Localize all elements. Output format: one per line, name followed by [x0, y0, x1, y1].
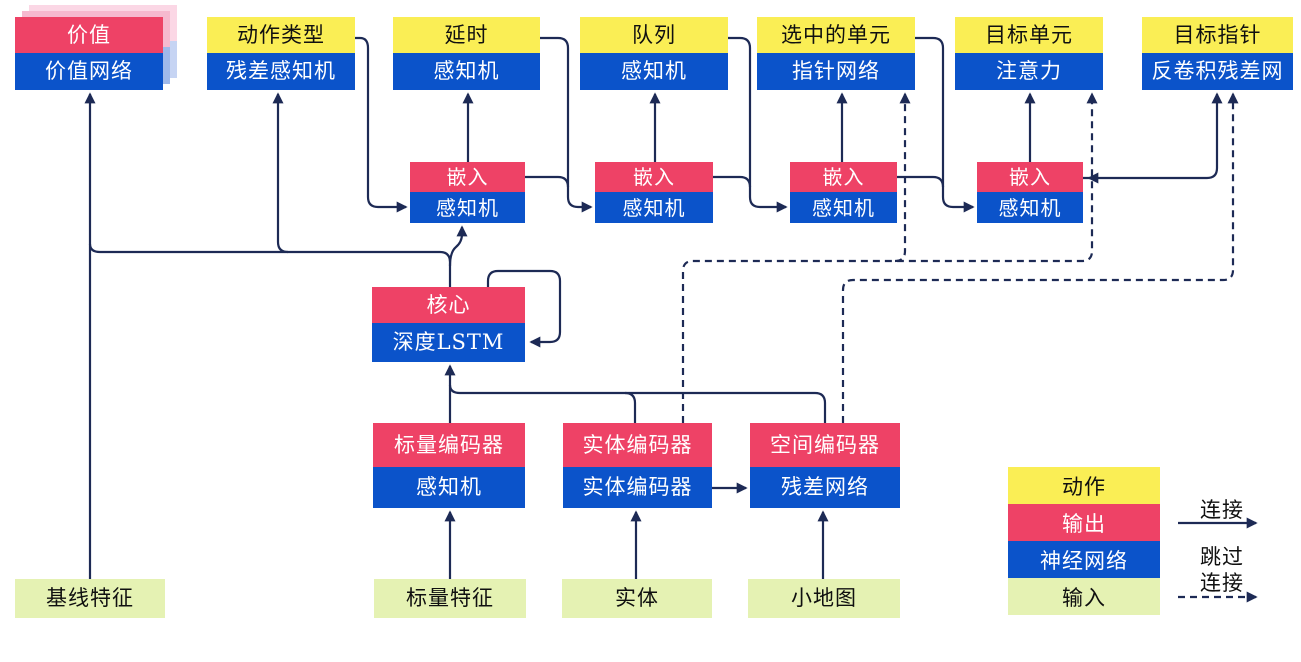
- skip-entity-to-selectedunits: [894, 92, 911, 263]
- head-delay-network-label: 感知机: [393, 53, 540, 90]
- legend-dashed-label-line2: 连接: [1200, 571, 1244, 595]
- input-scalar-features-label: 标量特征: [374, 579, 526, 618]
- embedding-4-network-label: 感知机: [977, 192, 1083, 223]
- encoder-entity: 实体编码器 实体编码器: [563, 423, 712, 508]
- head-selected-units: 选中的单元 指针网络: [757, 17, 915, 90]
- head-target-unit-action-label: 目标单元: [955, 17, 1103, 53]
- embedding-2-network-label: 感知机: [595, 192, 713, 223]
- encoder-spatial-network-label: 残差网络: [750, 467, 900, 508]
- legend-action-row: 动作: [1008, 467, 1160, 504]
- input-minimap: 小地图: [748, 579, 900, 618]
- core-network-label: 深度LSTM: [372, 323, 525, 362]
- wire-spatial-to-core: [448, 384, 827, 423]
- legend-dashed-label-line1: 跳过: [1200, 545, 1244, 569]
- embedding-3-output-label: 嵌入: [790, 162, 897, 192]
- encoder-entity-output-label: 实体编码器: [563, 423, 712, 467]
- encoder-scalar-network-label: 感知机: [373, 467, 525, 508]
- wire-embedding3-merge: [897, 175, 945, 188]
- wire-queue-to-embedding3: [728, 36, 788, 213]
- embedding-2-output-label: 嵌入: [595, 162, 713, 192]
- head-value: 价值 价值网络: [15, 17, 163, 90]
- input-entities-label: 实体: [562, 579, 712, 618]
- input-baseline-features-label: 基线特征: [15, 579, 165, 618]
- core-box: 核心 深度LSTM: [372, 287, 525, 362]
- wire-core-self-loop: [486, 269, 562, 348]
- wire-embedding1-merge: [525, 175, 570, 188]
- wire-embedding4-to-targetpoint: [1083, 92, 1223, 180]
- embedding-1-output-label: 嵌入: [410, 162, 525, 192]
- head-target-unit-network-label: 注意力: [955, 53, 1103, 90]
- skip-spatial-to-targetpoint: [841, 92, 1239, 423]
- head-target-point: 目标指针 反卷积残差网: [1142, 17, 1293, 90]
- wire-selectedunits-to-embedding4: [915, 36, 975, 213]
- encoder-spatial: 空间编码器 残差网络: [750, 423, 900, 508]
- legend-network-row: 神经网络: [1008, 541, 1160, 578]
- head-queue-network-label: 感知机: [580, 53, 728, 90]
- wire-core-left-branch: [88, 243, 452, 287]
- input-scalar-features: 标量特征: [374, 579, 526, 618]
- encoder-spatial-output-label: 空间编码器: [750, 423, 900, 467]
- head-delay-action-label: 延时: [393, 17, 540, 53]
- head-action-type: 动作类型 残差感知机: [207, 17, 355, 90]
- head-action-type-network-label: 残差感知机: [207, 53, 355, 90]
- legend-output-row: 输出: [1008, 504, 1160, 541]
- legend-input-row: 输入: [1008, 578, 1160, 615]
- core-output-label: 核心: [372, 287, 525, 323]
- encoder-scalar-output-label: 标量编码器: [373, 423, 525, 467]
- wire-delay-to-embedding2: [540, 36, 593, 213]
- wire-actiontype-to-embedding1: [355, 36, 408, 213]
- embedding-4-output-label: 嵌入: [977, 162, 1083, 192]
- head-action-type-action-label: 动作类型: [207, 17, 355, 53]
- head-queue: 队列 感知机: [580, 17, 728, 90]
- embedding-4: 嵌入 感知机: [977, 162, 1083, 223]
- wire-embedding2-merge: [713, 175, 752, 188]
- encoder-scalar: 标量编码器 感知机: [373, 423, 525, 508]
- head-target-unit: 目标单元 注意力: [955, 17, 1103, 90]
- input-baseline-features: 基线特征: [15, 579, 165, 618]
- embedding-2: 嵌入 感知机: [595, 162, 713, 223]
- input-entities: 实体: [562, 579, 712, 618]
- head-selected-units-network-label: 指针网络: [757, 53, 915, 90]
- legend: 动作 输出 神经网络 输入: [1008, 467, 1160, 615]
- head-target-point-action-label: 目标指针: [1142, 17, 1293, 53]
- embedding-1: 嵌入 感知机: [410, 162, 525, 223]
- wire-core-to-embedding1: [448, 225, 468, 267]
- wire-core-to-actiontype: [272, 92, 289, 254]
- wire-entity-to-core: [624, 391, 637, 423]
- head-target-point-network-label: 反卷积残差网: [1142, 53, 1293, 90]
- embedding-3: 嵌入 感知机: [790, 162, 897, 223]
- head-selected-units-action-label: 选中的单元: [757, 17, 915, 53]
- input-minimap-label: 小地图: [748, 579, 900, 618]
- embedding-1-network-label: 感知机: [410, 192, 525, 223]
- legend-solid-label: 连接: [1200, 498, 1244, 522]
- head-value-network-label: 价值网络: [15, 53, 163, 90]
- embedding-3-network-label: 感知机: [790, 192, 897, 223]
- encoder-entity-network-label: 实体编码器: [563, 467, 712, 508]
- head-delay: 延时 感知机: [393, 17, 540, 90]
- head-queue-action-label: 队列: [580, 17, 728, 53]
- head-value-output-label: 价值: [15, 17, 163, 53]
- skip-entity-to-targetunit: [681, 92, 1098, 423]
